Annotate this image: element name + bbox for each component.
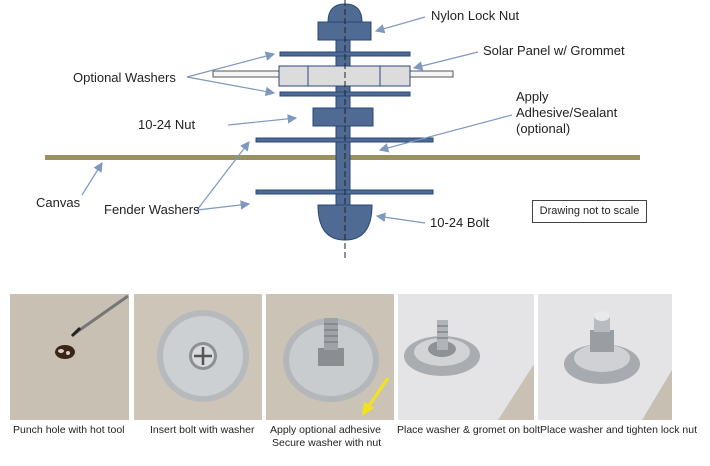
- arrow-fender-bottom: [196, 200, 251, 211]
- step-3-caption-line-2: Secure washer with nut: [272, 437, 382, 449]
- label-apply-1: Apply: [516, 89, 549, 104]
- label-nylon-lock-nut: Nylon Lock Nut: [431, 8, 520, 23]
- step-1-caption: Punch hole with hot tool: [13, 424, 125, 436]
- label-optional-washers: Optional Washers: [73, 70, 176, 85]
- step-photo-4: [398, 294, 534, 420]
- label-apply-2: Adhesive/Sealant: [516, 105, 618, 120]
- assembly-diagram: [45, 0, 640, 258]
- step-5-caption: Place washer and tighten lock nut: [540, 424, 698, 436]
- arrow-bolt: [375, 212, 426, 224]
- arrow-lock-nut: [374, 16, 426, 34]
- label-nut-1024: 10-24 Nut: [138, 117, 196, 132]
- label-solar-panel: Solar Panel w/ Grommet: [483, 43, 625, 58]
- step-3-caption-line-1: Apply optional adhesive: [270, 424, 381, 436]
- nut-1024: [312, 107, 374, 127]
- label-apply-3: (optional): [516, 121, 571, 136]
- arrow-nut: [227, 114, 298, 126]
- arrow-solar-panel: [412, 51, 479, 71]
- arrow-canvas: [81, 161, 103, 196]
- arrow-washer-bottom: [186, 76, 276, 97]
- label-fender-washers: Fender Washers: [104, 202, 200, 217]
- arrow-washer-top: [186, 51, 276, 78]
- arrow-adhesive: [378, 114, 513, 153]
- step-photo-3: [266, 294, 394, 420]
- step-photo-2: [134, 294, 262, 420]
- label-bolt-1024: 10-24 Bolt: [430, 215, 490, 230]
- step-2-caption: Insert bolt with washer: [150, 424, 255, 436]
- step-photo-1: [10, 294, 129, 420]
- step-4-caption: Place washer & gromet on bolt: [397, 424, 540, 436]
- note-not-to-scale: Drawing not to scale: [532, 200, 647, 223]
- label-canvas: Canvas: [36, 195, 81, 210]
- arrow-fender-top: [196, 141, 250, 211]
- step-photo-5: [538, 294, 672, 420]
